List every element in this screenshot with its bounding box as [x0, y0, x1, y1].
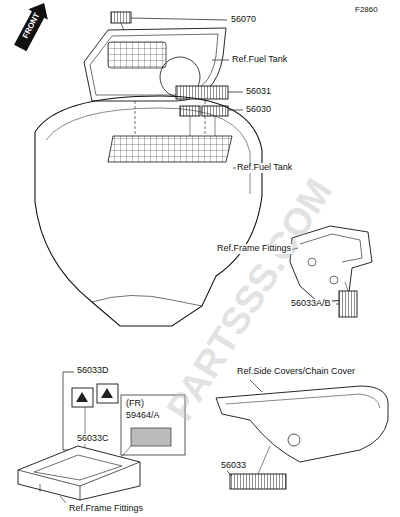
sticker [339, 291, 357, 317]
part-number: 59464/A [125, 411, 161, 421]
sticker [111, 12, 131, 23]
part-number: 56031 [245, 87, 272, 97]
sticker [230, 474, 286, 489]
reference-label: Ref.Frame Fittings [68, 504, 144, 514]
part-number: 56070 [230, 15, 257, 25]
sticker [97, 384, 118, 403]
sticker [202, 106, 228, 116]
reference-label: Ref.Side Covers/Chain Cover [236, 367, 356, 377]
front-arrow [11, 0, 54, 53]
part-number: 56033C [76, 434, 110, 444]
part-number: 56033A/B [290, 299, 332, 309]
sticker [131, 428, 171, 446]
reference-label: Ref.Fuel Tank [236, 163, 293, 173]
reference-label: Ref.Fuel Tank [231, 55, 288, 65]
region-label: (FR) [125, 399, 145, 409]
part-number: 56033 [220, 461, 247, 471]
fuel-tank [35, 96, 262, 326]
figure-number: F2860 [354, 6, 379, 15]
part-number: 56030 [245, 105, 272, 115]
part-number: 56033D [76, 366, 110, 376]
reference-label: Ref.Frame Fittings [216, 244, 292, 254]
sticker [72, 388, 93, 407]
chain-cover [216, 386, 388, 462]
battery-tray [18, 446, 140, 500]
